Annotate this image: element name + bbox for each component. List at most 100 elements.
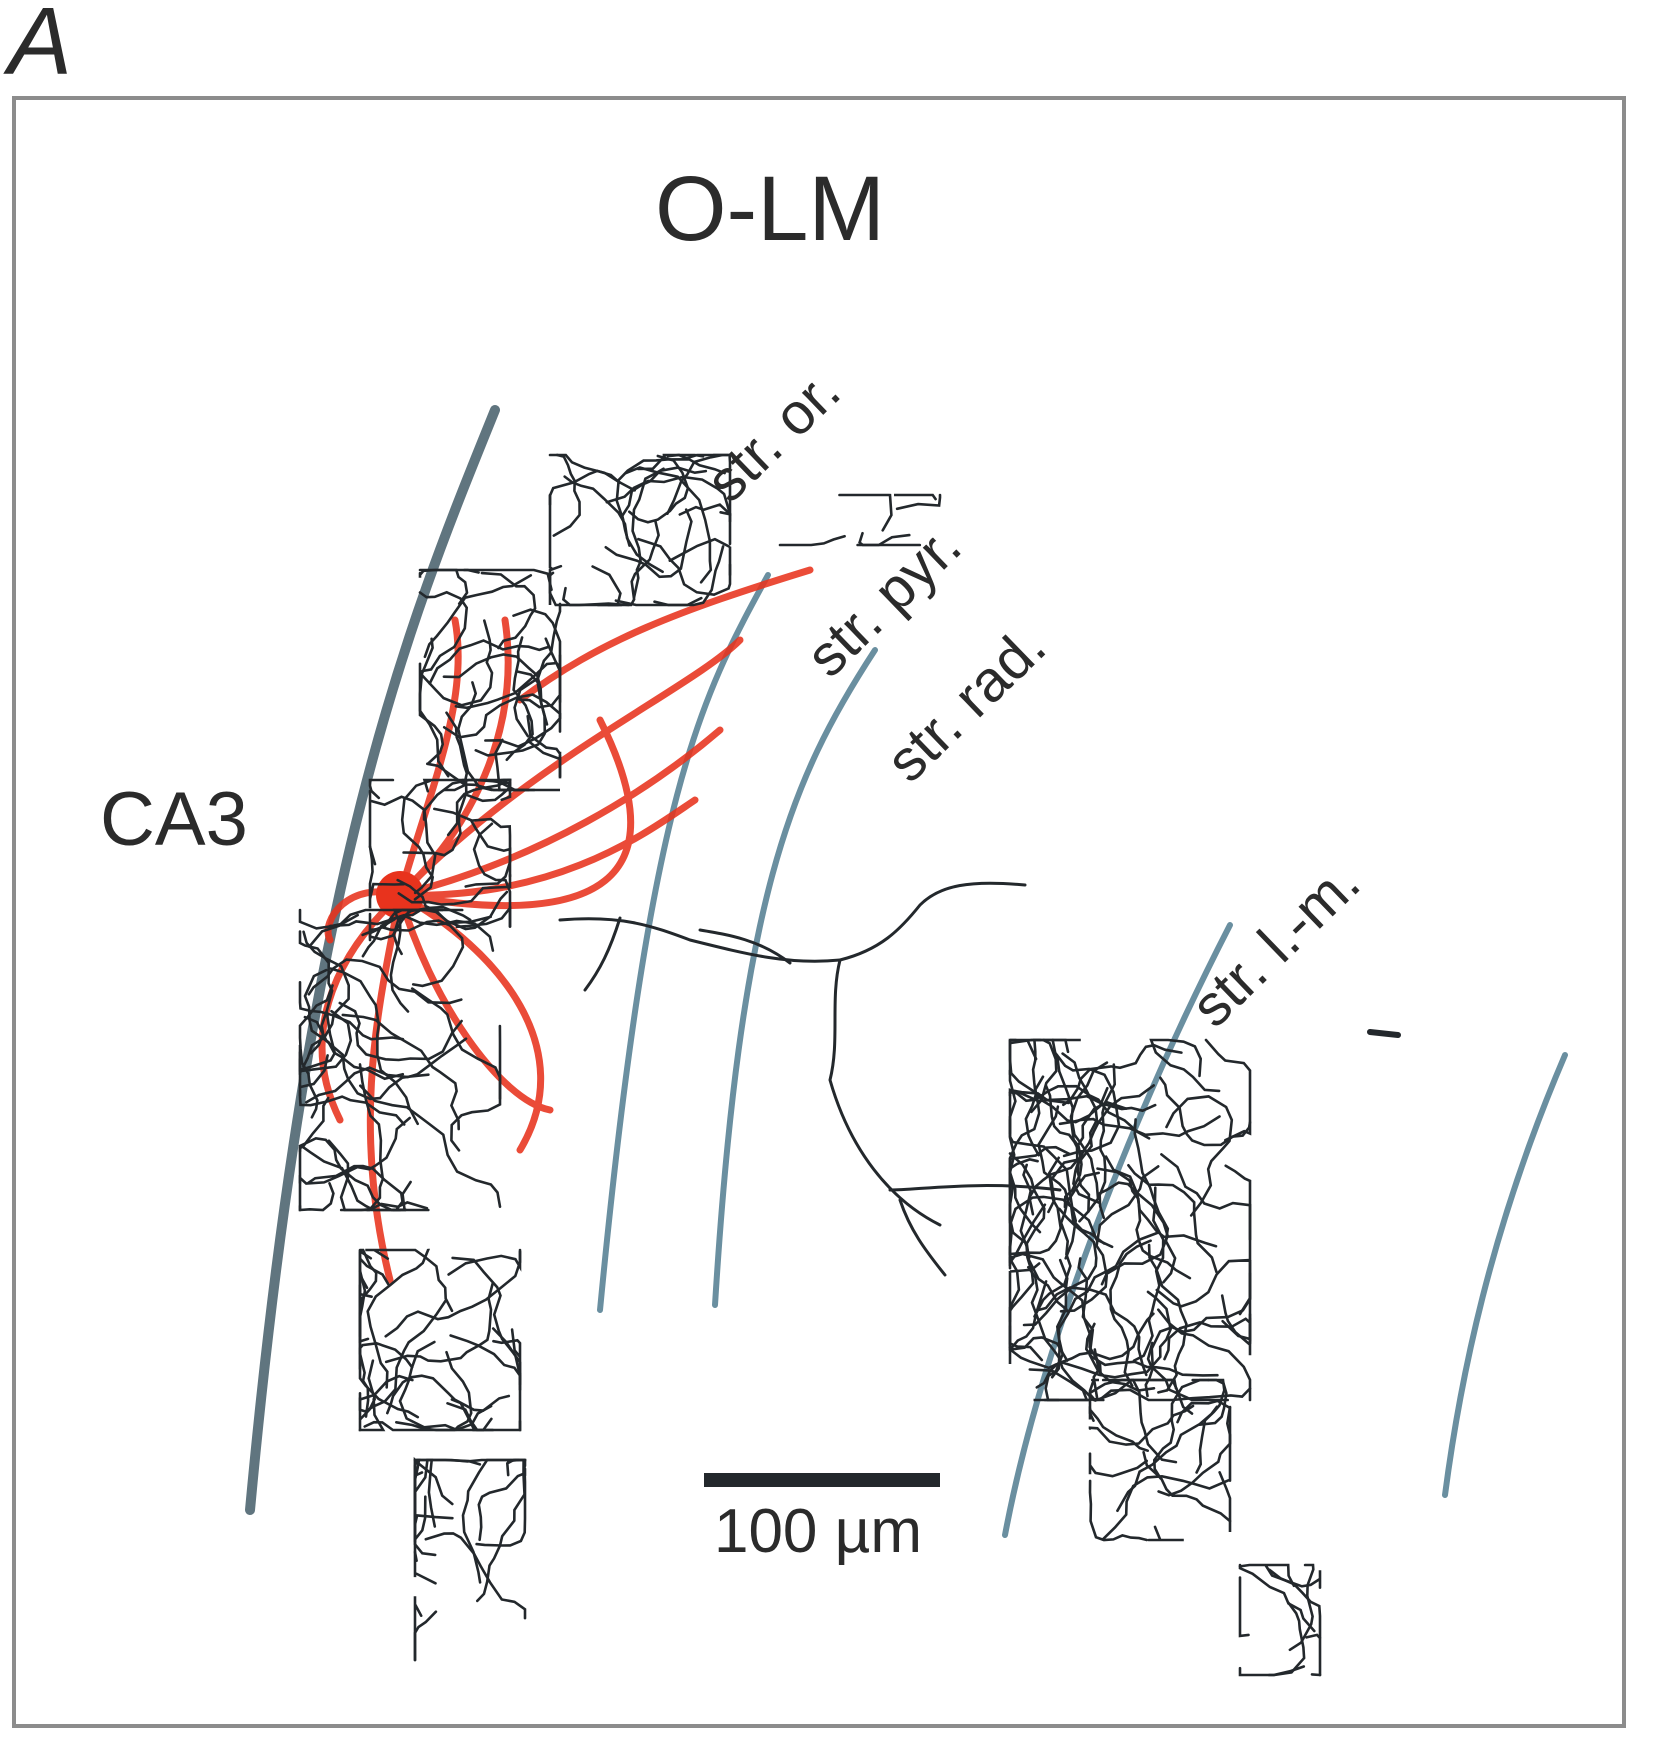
radiatum-boundary-line bbox=[712, 647, 878, 1308]
neurite-branch bbox=[480, 571, 537, 650]
neurite-branch bbox=[304, 1037, 468, 1104]
neurite-branch bbox=[858, 531, 922, 547]
neurite-branch bbox=[368, 778, 395, 800]
layer-boundaries bbox=[245, 405, 1568, 1538]
neurite-branch bbox=[548, 453, 622, 484]
neurite-branch bbox=[552, 453, 581, 537]
neurite-branch bbox=[386, 1374, 511, 1415]
neurite-branch bbox=[1146, 1341, 1229, 1402]
red-dendrite bbox=[396, 716, 635, 910]
neurite-branch bbox=[442, 653, 549, 726]
neurite-branch bbox=[359, 1084, 502, 1208]
axon-trunk bbox=[558, 917, 842, 963]
red-dendrite bbox=[366, 891, 404, 1284]
neurite-branch bbox=[424, 1532, 527, 1620]
neurite-branch bbox=[400, 779, 435, 901]
neurite-branch bbox=[1060, 1290, 1172, 1379]
neurite-branch bbox=[307, 1164, 404, 1212]
neurite-branch bbox=[604, 508, 693, 579]
neurite-branch bbox=[298, 1136, 407, 1212]
neurite-branch bbox=[1008, 1038, 1109, 1124]
axon-branch bbox=[888, 1184, 1062, 1192]
red-dendrite bbox=[396, 796, 699, 899]
neurite-branch bbox=[450, 1024, 502, 1152]
title-label: O-LM bbox=[655, 158, 885, 260]
neurite-branch bbox=[298, 1009, 353, 1075]
neurite-branch bbox=[361, 908, 443, 958]
neurite-branch bbox=[1088, 1479, 1149, 1542]
region-label-ca3: CA3 bbox=[100, 777, 248, 862]
neurite-branch bbox=[1008, 1280, 1048, 1351]
neurite-branch bbox=[418, 590, 469, 673]
neurite-branch bbox=[624, 466, 713, 584]
neurite-branch bbox=[1288, 1563, 1315, 1652]
neurite-branch bbox=[1008, 1252, 1102, 1375]
neurite-branch bbox=[1059, 1165, 1160, 1313]
neurite-branch bbox=[1142, 1450, 1232, 1523]
neurite-branch bbox=[1008, 1069, 1042, 1234]
red-dendrite bbox=[516, 566, 814, 704]
neurite-branch bbox=[1088, 1378, 1178, 1400]
red-dendrite bbox=[396, 891, 554, 1114]
neurite-branch bbox=[1264, 1564, 1322, 1589]
neurite-branch bbox=[1099, 1387, 1252, 1402]
axon-branch bbox=[898, 1198, 947, 1277]
axon-branch bbox=[698, 928, 792, 965]
neurite-branch bbox=[442, 693, 562, 739]
neurite-branch bbox=[1238, 1576, 1250, 1638]
neurite-branch bbox=[1268, 1568, 1322, 1639]
neurite-branch bbox=[1069, 1061, 1109, 1204]
neurite-branch bbox=[1147, 1525, 1184, 1542]
neurite-branch bbox=[341, 1013, 460, 1131]
neurite-branch bbox=[1109, 1239, 1152, 1387]
neurite-branch bbox=[1008, 1156, 1063, 1256]
neurite-branch bbox=[433, 807, 512, 878]
axon-branch bbox=[583, 916, 622, 992]
neurite-branch bbox=[1147, 1243, 1188, 1394]
neurite-branch bbox=[302, 930, 351, 1068]
neurite-branch bbox=[413, 1471, 424, 1562]
panel-frame bbox=[12, 96, 1626, 1728]
dark-axon-arbor bbox=[298, 453, 1322, 1677]
red-dendrite bbox=[396, 726, 724, 899]
neurite-branch bbox=[1051, 1038, 1121, 1158]
neurite-branch bbox=[329, 967, 419, 1126]
neurite-branch bbox=[1310, 1673, 1322, 1677]
neurite-branch bbox=[466, 778, 512, 803]
neurite-branch bbox=[1034, 1286, 1148, 1377]
projecting-axon bbox=[558, 881, 1062, 1277]
neurite-branch bbox=[1133, 1118, 1177, 1284]
neurite-branch bbox=[1157, 1405, 1232, 1497]
neurite-branch bbox=[591, 565, 622, 607]
neurite-branch bbox=[464, 817, 512, 888]
neurite-branch bbox=[298, 1089, 406, 1126]
neurite-branch bbox=[1028, 1368, 1089, 1402]
neurite-branch bbox=[631, 467, 665, 599]
neurite-branch bbox=[1305, 1633, 1322, 1677]
neurite-branch bbox=[1220, 1272, 1252, 1356]
neurite-branch bbox=[637, 453, 705, 471]
neurite-branch bbox=[1088, 1378, 1099, 1422]
neurite-branch bbox=[447, 1248, 522, 1276]
neurite-branch bbox=[1204, 1038, 1252, 1142]
neurite-branch bbox=[1047, 1052, 1099, 1214]
neurite-branch bbox=[668, 537, 732, 577]
neurite-branch bbox=[778, 534, 846, 547]
neurite-branch bbox=[1238, 1665, 1306, 1677]
neurite-branch bbox=[423, 574, 533, 659]
layer-label-lacunosum-moleculare: str. l.-m. bbox=[1179, 849, 1372, 1039]
neurite-branch bbox=[395, 1350, 473, 1432]
neurite-branch bbox=[338, 1001, 463, 1062]
neurite-branch bbox=[1238, 1563, 1296, 1588]
neurite-branch bbox=[446, 778, 512, 837]
axon-branch bbox=[828, 958, 942, 1227]
neurite-branch bbox=[1163, 1317, 1252, 1361]
neurite-branch bbox=[1155, 1258, 1252, 1316]
neurite-branch bbox=[298, 981, 405, 1041]
neurite-branch bbox=[513, 602, 562, 738]
neurite-branch bbox=[1084, 1322, 1219, 1377]
scale-bar-label: 100 µm bbox=[714, 1497, 922, 1566]
neurite-branch bbox=[413, 1610, 438, 1662]
pyramidale-boundary-line bbox=[597, 572, 771, 1313]
